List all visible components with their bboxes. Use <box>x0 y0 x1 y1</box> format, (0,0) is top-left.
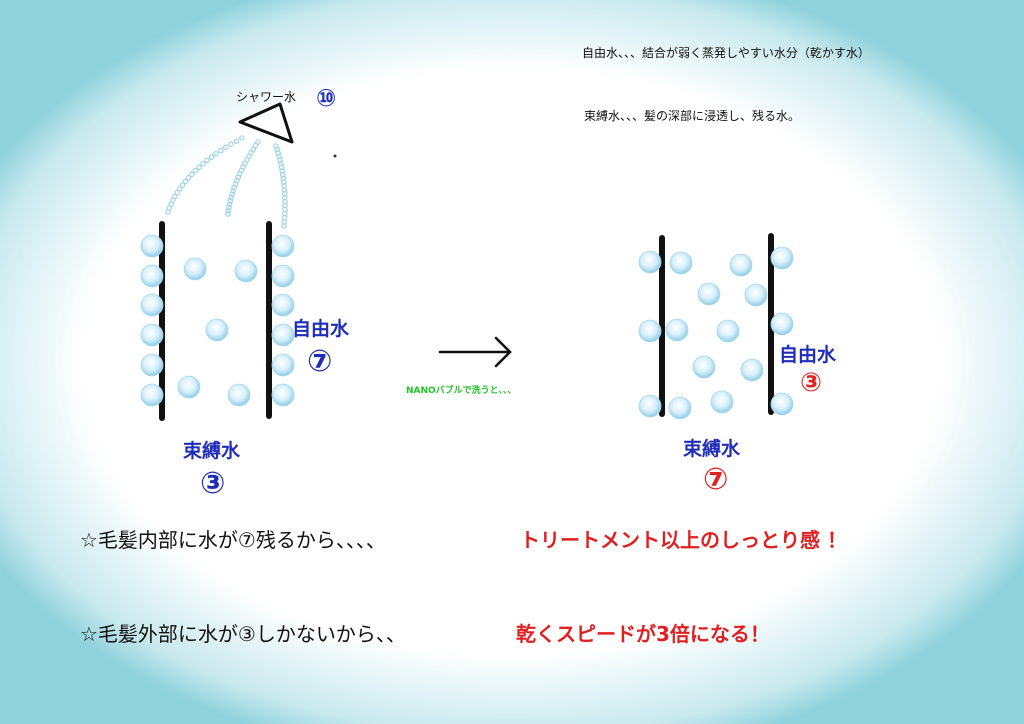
water-bubble-icon <box>638 394 662 418</box>
bound-water-definition: 束縛水、、、髪の深部に浸透し、残る水。 <box>584 109 801 123</box>
spray-droplet <box>177 186 183 192</box>
water-bubble-icon <box>770 312 794 336</box>
spray-droplet <box>208 154 215 160</box>
conclusion-2-reason: ☆毛髪外部に水が③しかないから、、 <box>80 622 406 646</box>
spray-droplet <box>281 223 287 229</box>
water-bubble-icon <box>744 283 768 307</box>
water-bubble-icon <box>638 319 662 343</box>
spray-droplet <box>229 191 235 198</box>
water-bubble-icon <box>770 392 794 416</box>
spray-droplet <box>231 184 238 191</box>
spray-droplet <box>225 211 231 217</box>
water-bubble-icon <box>710 390 734 414</box>
spray-droplet <box>233 138 240 144</box>
water-bubble-icon <box>205 318 229 342</box>
spray-droplet <box>274 146 280 153</box>
spray-droplet <box>239 135 245 141</box>
shower-head-icon <box>238 102 294 144</box>
spray-droplet <box>228 194 235 201</box>
water-bubble-icon <box>140 353 164 377</box>
spray-droplet <box>165 209 171 215</box>
spray-droplet <box>182 178 189 185</box>
left-bound-water-count: ③ <box>200 466 226 501</box>
right-free-water-label: 自由水 <box>779 344 837 366</box>
water-bubble-icon <box>729 253 753 277</box>
water-bubble-icon <box>271 293 295 317</box>
water-bubble-icon <box>665 318 689 342</box>
spray-droplet <box>185 175 192 181</box>
right-arrow-icon <box>438 336 512 368</box>
water-bubble-icon <box>234 259 258 283</box>
water-bubble-icon <box>271 323 295 347</box>
spray-droplet <box>228 141 234 148</box>
free-water-definition: 自由水、、、結合が弱く蒸発しやすい水分（乾かす水） <box>582 46 870 60</box>
right-free-water-count: ③ <box>800 368 823 398</box>
spray-droplet <box>276 153 282 160</box>
water-bubble-icon <box>692 355 716 379</box>
water-bubble-icon <box>271 264 295 288</box>
water-bubble-icon <box>140 383 164 407</box>
spray-droplet <box>223 144 229 151</box>
shower-spray <box>165 135 288 229</box>
water-bubble-icon <box>740 358 764 382</box>
spray-droplet <box>279 168 286 174</box>
spray-droplet <box>230 188 236 194</box>
conclusion-2-result: 乾くスピードが3倍になる！ <box>516 622 770 646</box>
spray-droplet <box>218 147 224 154</box>
right-bound-water-count: ⑦ <box>703 462 729 497</box>
water-bubble-icon <box>140 293 164 317</box>
spray-droplet <box>179 182 186 188</box>
water-bubble-icon <box>227 383 251 407</box>
spray-droplet <box>226 201 233 208</box>
conclusion-1-reason: ☆毛髪内部に水が⑦残るから、、、、 <box>80 528 386 552</box>
stray-dot <box>333 154 337 158</box>
water-bubble-icon <box>638 250 662 274</box>
spray-droplet <box>192 167 199 174</box>
spray-droplet <box>204 157 210 164</box>
spray-droplet <box>213 151 219 157</box>
conclusion-1-result: トリートメント以上のしっとり感 ！ <box>520 528 847 552</box>
water-bubble-icon <box>183 257 207 281</box>
right-water-bubbles <box>638 246 794 420</box>
spray-droplet <box>200 161 206 167</box>
water-bubble-icon <box>177 375 201 399</box>
left-free-water-count: ⑦ <box>307 344 333 379</box>
water-bubble-icon <box>140 264 164 288</box>
spray-droplet <box>275 150 281 156</box>
water-bubble-icon <box>271 353 295 377</box>
spray-droplet <box>226 204 232 211</box>
water-bubble-icon <box>140 323 164 347</box>
water-bubble-icon <box>271 234 295 258</box>
left-water-bubbles <box>140 234 295 407</box>
water-bubble-icon <box>697 282 721 306</box>
spray-droplet <box>277 157 283 163</box>
water-bubble-icon <box>716 319 740 343</box>
spray-droplet <box>227 198 234 204</box>
nano-bubble-caption: NANOバブルで洗うと、、、 <box>406 386 517 396</box>
shower-label: シャワー水 <box>236 90 297 104</box>
water-bubble-icon <box>140 234 164 258</box>
spray-droplet <box>279 171 286 178</box>
left-bound-water-label: 束縛水 <box>183 440 241 462</box>
water-bubble-icon <box>668 396 692 420</box>
left-free-water-label: 自由水 <box>292 318 350 340</box>
spray-droplet <box>273 143 279 149</box>
right-bound-water-label: 束縛水 <box>683 438 741 460</box>
shower-count: ⑩ <box>316 84 337 112</box>
spray-droplet <box>278 164 285 171</box>
spray-droplet <box>225 208 232 214</box>
spray-droplet <box>189 171 195 178</box>
water-bubble-icon <box>770 246 794 270</box>
water-bubble-icon <box>669 251 693 275</box>
spray-droplet <box>174 189 181 196</box>
spray-droplet <box>277 160 284 167</box>
spray-droplet <box>196 164 202 171</box>
water-bubble-icon <box>271 383 295 407</box>
